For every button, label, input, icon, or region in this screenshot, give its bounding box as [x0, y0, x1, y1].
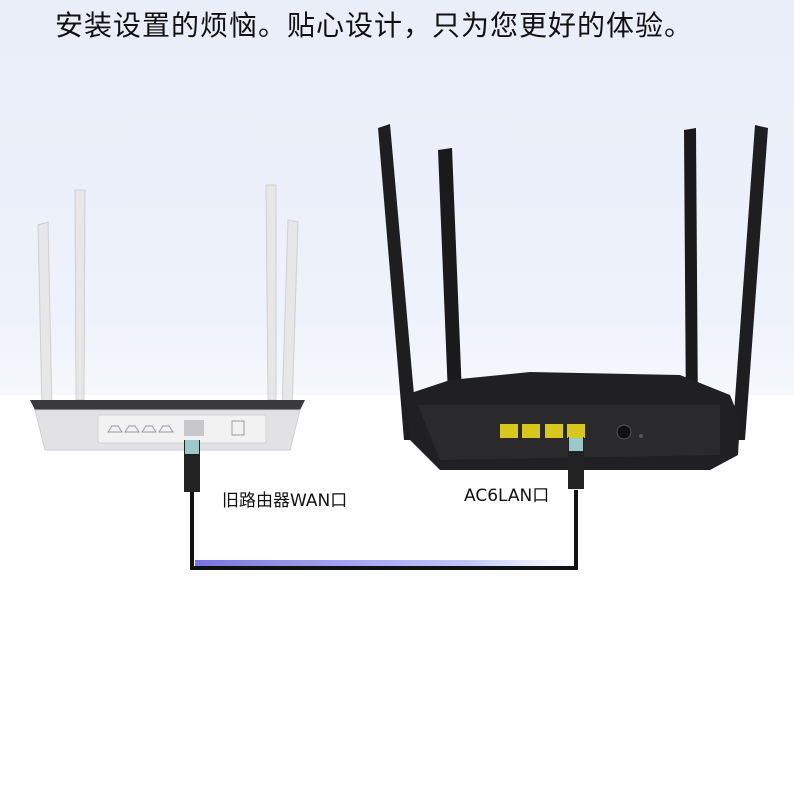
ethernet-cable — [184, 437, 585, 570]
ac6-lan-label: AC6LAN口 — [464, 486, 550, 506]
yellow-lan-ports — [500, 424, 585, 438]
headline: 安装设置的烦恼。贴心设计，只为您更好的体验。 — [55, 9, 694, 42]
ac6-router — [378, 124, 768, 470]
old-router-wan-label: 旧路由器WAN口 — [222, 491, 348, 511]
lan-port-icons — [107, 425, 174, 433]
wan-port — [184, 420, 204, 436]
old-router — [30, 184, 305, 451]
